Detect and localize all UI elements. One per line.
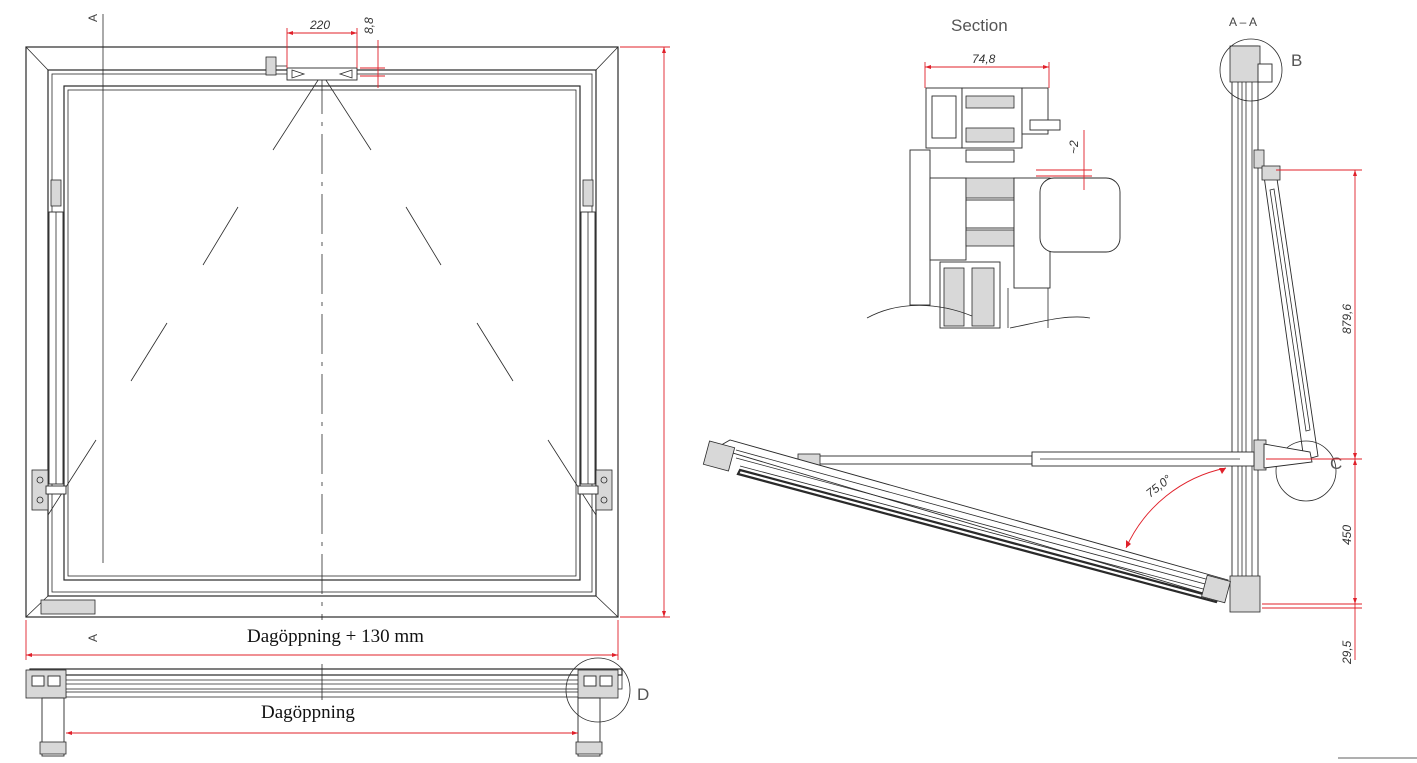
top-lock [265, 56, 358, 81]
detail-circle-b [1219, 38, 1283, 102]
detail-label-b: B [1291, 51, 1302, 70]
angle-label: 75,0° [1143, 472, 1174, 500]
side-view: A – A B C [702, 15, 1362, 665]
dim-top-width: 220 [309, 18, 330, 32]
dim-middle: 450 [1340, 525, 1354, 545]
detail-label-d: D [637, 685, 649, 704]
left-actuator [31, 179, 67, 511]
front-view: A A [25, 14, 670, 660]
detail-circle-c [1275, 440, 1337, 502]
section-title: Section [951, 16, 1008, 35]
width-label: Dagöppning + 130 mm [247, 626, 424, 647]
detail-circle-d [565, 657, 631, 723]
front-dimensions: 220 8,8 Dagöppning + 130 mm [25, 17, 670, 660]
right-actuator [577, 179, 613, 511]
dim-upper: 879,6 [1340, 304, 1354, 334]
bottom-width-label: Dagöppning [261, 702, 355, 723]
junction-box [40, 599, 96, 615]
section-dim-gap: ~2 [1067, 140, 1081, 154]
opened-sash [702, 439, 1231, 604]
strut-upper [1261, 165, 1319, 461]
opening-direction-lines [47, 73, 597, 516]
section-detail: Section 74,8 ~2 [866, 16, 1121, 329]
dim-top-offset: 8,8 [362, 17, 376, 34]
section-marker-bottom: A [86, 634, 100, 642]
dim-bottom: 29,5 [1340, 640, 1354, 665]
side-view-title: A – A [1229, 15, 1257, 29]
detail-label-c: C [1330, 454, 1342, 473]
section-marker-top: A [86, 14, 100, 22]
bottom-view: D Dagöppning [25, 657, 649, 757]
section-dim-width: 74,8 [972, 52, 996, 66]
